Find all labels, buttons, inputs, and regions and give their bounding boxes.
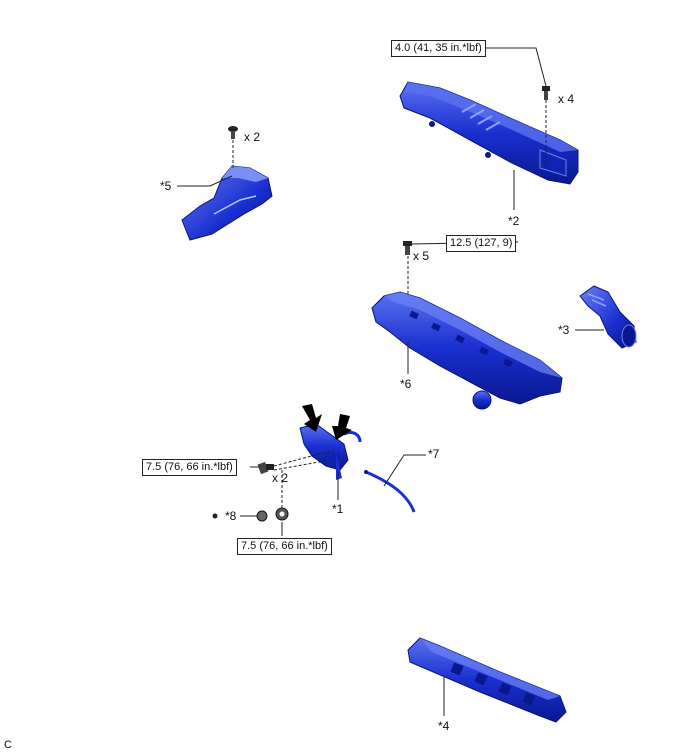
part-1-actuator	[299, 423, 362, 480]
arrow-icon	[332, 414, 352, 440]
nut-icon	[275, 507, 289, 521]
corner-mark: C	[4, 739, 12, 751]
part-4-lower-rail	[407, 637, 567, 723]
small-dot-icon	[212, 513, 218, 519]
torque-spec-box: 7.5 (76, 66 in.*lbf)	[142, 459, 237, 476]
quantity-label: x 4	[558, 92, 575, 106]
bolt-icon	[403, 241, 412, 255]
callout-label: *2	[508, 214, 520, 228]
bolt-icon	[542, 86, 550, 100]
torque-spec-box: 4.0 (41, 35 in.*lbf)	[391, 40, 486, 57]
callout-label: *1	[332, 502, 344, 516]
quantity-label: x 2	[244, 130, 261, 144]
callout-label: *4	[438, 719, 450, 733]
quantity-label: x 2	[272, 471, 289, 485]
torque-spec-box: 7.5 (76, 66 in.*lbf)	[237, 538, 332, 555]
callout-label: *3	[558, 323, 570, 337]
part-2-air-duct	[399, 81, 579, 185]
callout-label: *6	[400, 377, 412, 391]
torque-spec-box: 12.5 (127, 9)	[446, 235, 517, 252]
part-3-elbow-hose	[579, 285, 637, 349]
bolt-path-line	[273, 449, 335, 467]
part-5-side-duct	[181, 165, 273, 241]
bolt-path-line	[273, 459, 331, 471]
callout-label: *7	[428, 447, 440, 461]
part-8-nut	[256, 510, 268, 522]
callout-label: *5	[160, 179, 172, 193]
bolt-icon	[257, 461, 274, 475]
clip-icon	[228, 126, 238, 139]
arrow-icon	[302, 404, 322, 432]
part-7-cable	[364, 470, 416, 513]
callout-label: *8	[225, 509, 237, 523]
part-6-bracket	[371, 291, 563, 410]
quantity-label: x 5	[413, 249, 430, 263]
